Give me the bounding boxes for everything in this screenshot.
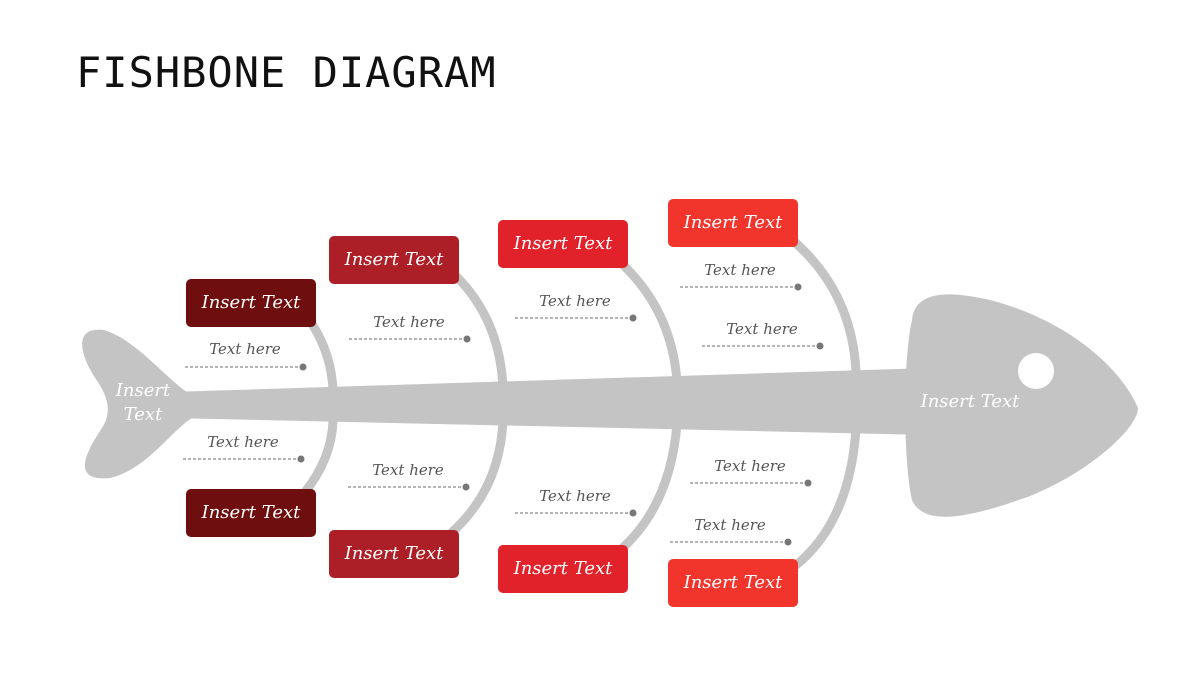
rib-4-top-note-1: Text here: [704, 261, 776, 279]
rib-bone-4-bottom: [790, 423, 861, 571]
rib-3-bottom-note-1: Text here: [539, 487, 611, 505]
rib-bone-1-top: [303, 313, 338, 397]
note-leaders: [183, 283, 824, 546]
rib-2-bottom-label: Insert Text: [344, 543, 444, 564]
tail-label-line-1: Insert: [115, 380, 171, 401]
rib-4-bottom-box[interactable]: [668, 559, 798, 607]
rib-1-top-box[interactable]: [186, 279, 316, 327]
rib-4-top-box[interactable]: [668, 199, 798, 247]
fish-eye: [1018, 353, 1054, 389]
rib-1-top-label: Insert Text: [201, 292, 301, 313]
rib-2-top-box[interactable]: [329, 236, 459, 284]
rib-1-top-note-1: Text here: [209, 340, 281, 358]
rib-4-bottom-label: Insert Text: [683, 572, 783, 593]
rib-4-bottom-note-2: Text here: [694, 516, 766, 534]
rib-3-top-label: Insert Text: [513, 233, 613, 254]
rib-bone-3-top: [615, 257, 682, 387]
rib-4-top-label: Insert Text: [683, 212, 783, 233]
rib-bone-2-top: [451, 271, 508, 393]
fish-head: [905, 294, 1138, 517]
rib-2-bottom-note-1: Text here: [372, 461, 444, 479]
rib-1-bottom-label: Insert Text: [201, 502, 301, 523]
rib-2-bottom-box[interactable]: [329, 530, 459, 578]
rib-1-bottom-note-1: Text here: [207, 433, 279, 451]
rib-2-top-note-1: Text here: [373, 313, 445, 331]
rib-3-bottom-box[interactable]: [498, 545, 628, 593]
rib-3-top-box[interactable]: [498, 220, 628, 268]
tail-label-line-2: Text: [123, 404, 163, 425]
page-title: FISHBONE DIAGRAM: [76, 48, 497, 97]
rib-2-top-label: Insert Text: [344, 249, 444, 270]
head-label: Insert Text: [920, 391, 1020, 412]
rib-bone-1-bottom: [300, 415, 338, 497]
rib-4-bottom-note-1: Text here: [714, 457, 786, 475]
rib-bone-3-bottom: [613, 419, 682, 557]
fish-tail: [82, 329, 192, 479]
rib-3-top-note-1: Text here: [539, 292, 611, 310]
rib-bone-2-bottom: [445, 415, 508, 539]
fish-spine: [170, 368, 930, 435]
rib-1-bottom-box[interactable]: [186, 489, 316, 537]
rib-4-top-note-2: Text here: [726, 320, 798, 338]
rib-3-bottom-label: Insert Text: [513, 558, 613, 579]
rib-bone-4-top: [785, 233, 861, 377]
